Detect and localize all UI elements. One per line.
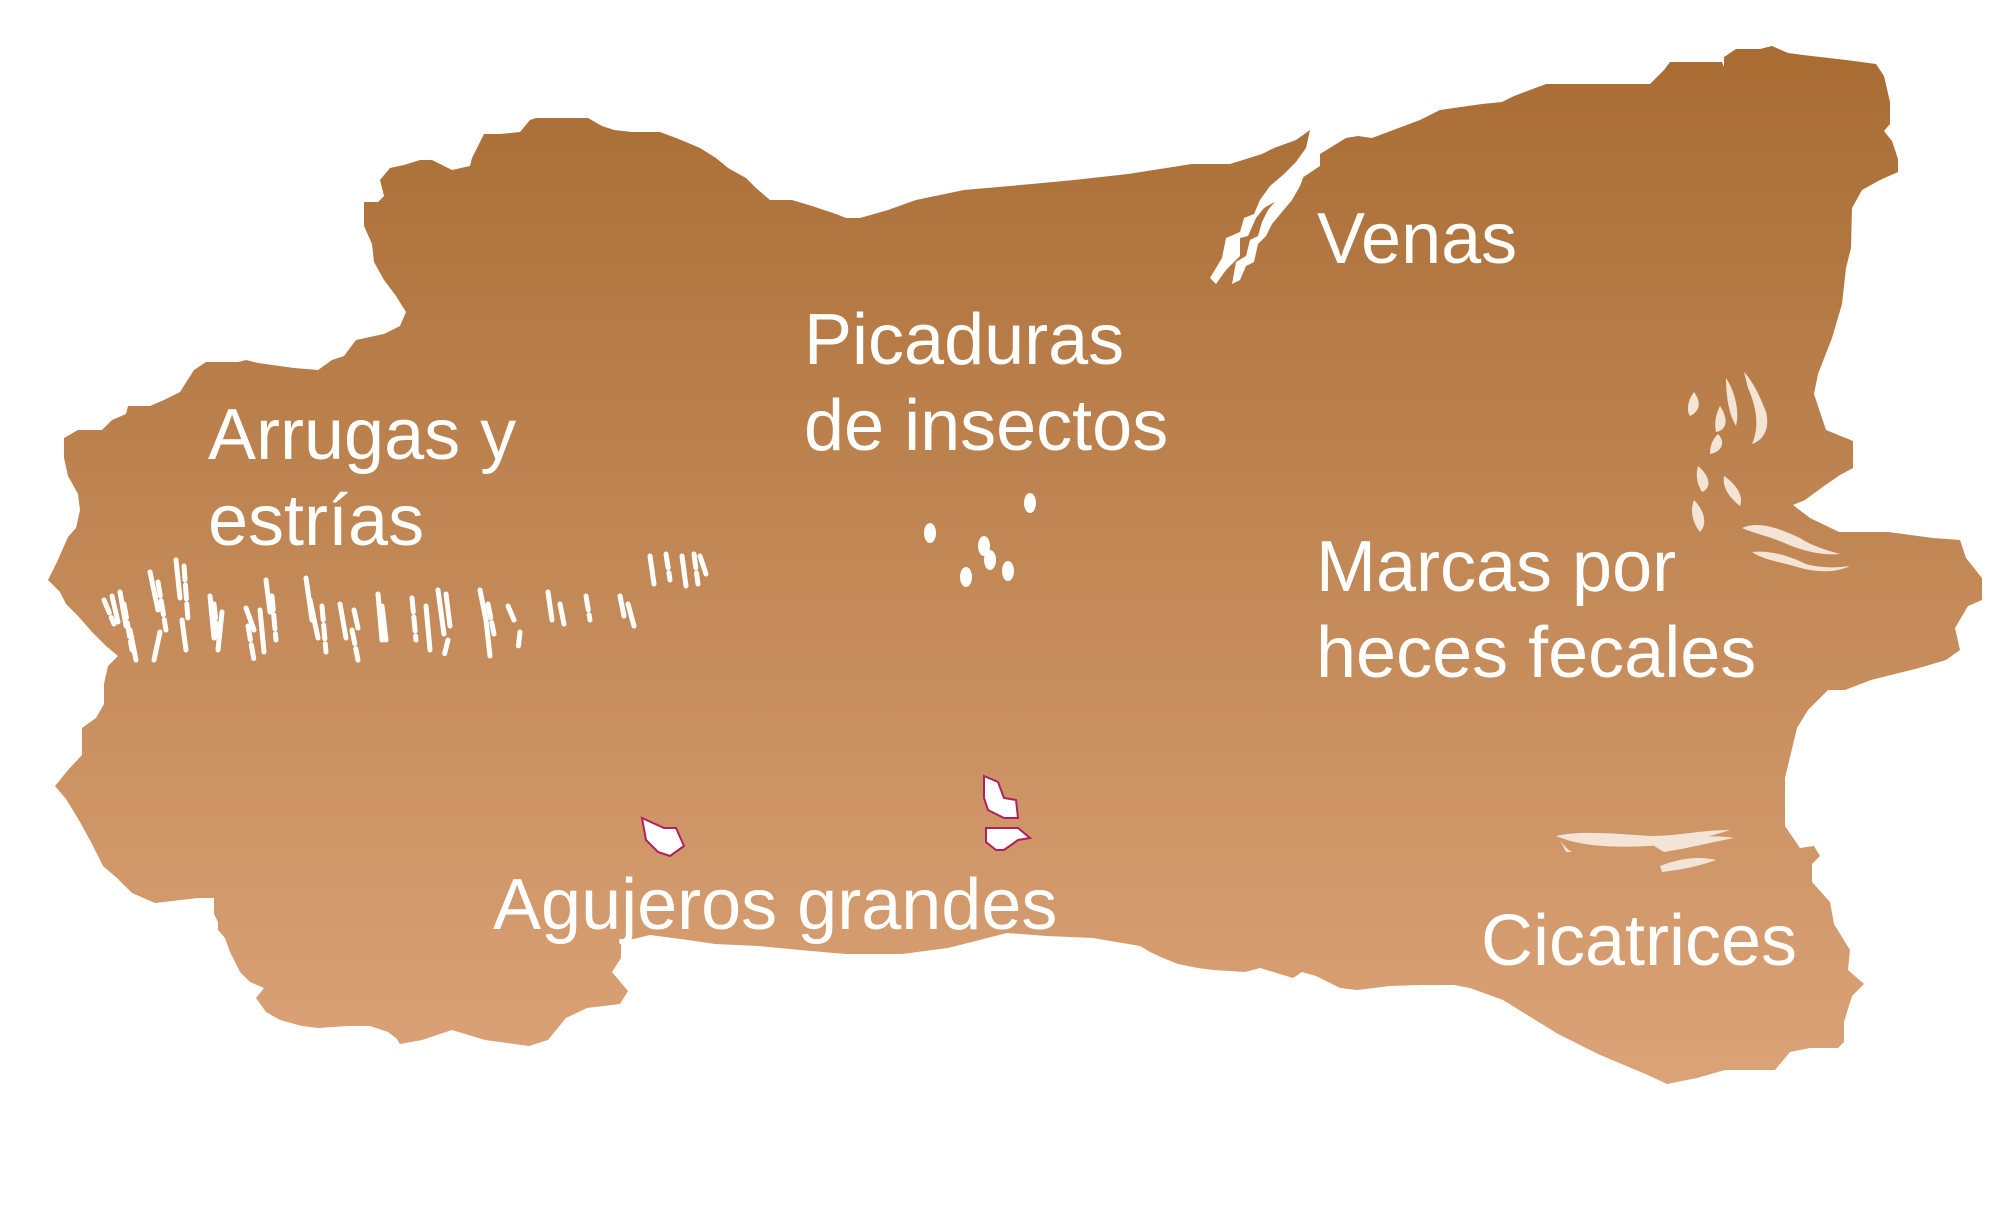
insect-bite-dot — [984, 550, 996, 570]
scar-streak — [1556, 830, 1730, 847]
wrinkle-stroke — [207, 593, 217, 641]
wrinkle-stroke — [379, 603, 389, 643]
label-wrinkles-line1: Arrugas y — [208, 395, 517, 475]
wrinkle-stroke — [147, 569, 161, 613]
wrinkle-stroke — [625, 601, 637, 629]
label-manure-marks: Marcas por heces fecales — [1316, 524, 1756, 696]
label-insect-bites-line2: de insectos — [804, 386, 1169, 466]
wrinkle-stroke — [583, 593, 593, 623]
manure-smudge — [1742, 525, 1840, 555]
wrinkle-stroke — [269, 593, 279, 643]
wrinkle-stroke — [349, 627, 361, 663]
wrinkle-stroke — [263, 577, 273, 615]
cowhide-shape — [48, 46, 1982, 1084]
insect-bite-dot — [978, 536, 990, 556]
manure-smudge — [1715, 406, 1726, 432]
wrinkle-marks — [101, 551, 709, 663]
wrinkle-stroke — [215, 609, 225, 653]
manure-smudge — [1687, 392, 1699, 416]
large-hole — [640, 816, 686, 858]
insect-bite-marks — [924, 493, 1036, 587]
label-insect-bites-line1: Picaduras — [804, 300, 1125, 380]
insect-bite-dot — [960, 567, 972, 587]
label-manure-marks-line1: Marcas por — [1316, 527, 1677, 607]
wrinkle-stroke — [545, 589, 555, 623]
wrinkle-stroke — [515, 629, 523, 653]
wrinkle-stroke — [127, 627, 139, 663]
vein-crack — [1232, 160, 1306, 284]
wrinkle-stroke — [679, 553, 689, 589]
wrinkle-stroke — [477, 587, 489, 623]
label-scars: Cicatrices — [1481, 901, 1798, 981]
label-large-holes: Agujeros grandes — [493, 865, 1058, 945]
wrinkle-stroke — [151, 629, 163, 663]
manure-smudge — [1692, 500, 1705, 532]
large-hole — [983, 774, 1020, 819]
manure-smudge — [1726, 378, 1738, 426]
wrinkle-stroke — [181, 563, 191, 623]
wrinkle-stroke — [245, 623, 257, 663]
wrinkle-stroke — [179, 617, 189, 653]
scar-streak — [1560, 840, 1572, 852]
wrinkle-stroke — [691, 551, 701, 587]
label-veins: Venas — [1317, 199, 1518, 279]
wrinkle-stroke — [409, 595, 419, 643]
large-hole-marks — [640, 774, 1033, 858]
wrinkle-stroke — [443, 591, 453, 629]
insect-bite-dot — [1002, 561, 1014, 581]
label-wrinkles-stretch-marks: Arrugas y estrías — [208, 392, 516, 564]
scar-streak — [1660, 858, 1716, 872]
wrinkle-stroke — [319, 603, 329, 655]
insect-bite-dot — [924, 523, 936, 543]
wrinkle-stroke — [483, 617, 493, 659]
label-insect-bites: Picaduras de insectos — [804, 297, 1168, 469]
wrinkle-stroke — [351, 607, 361, 631]
wrinkle-stroke — [243, 605, 257, 633]
manure-smudge — [1752, 551, 1850, 572]
wrinkle-stroke — [617, 593, 627, 619]
manure-marks — [1687, 372, 1850, 572]
wrinkle-stroke — [101, 597, 117, 627]
label-manure-marks-line2: heces fecales — [1316, 613, 1757, 693]
wrinkle-stroke — [435, 587, 447, 637]
wrinkle-stroke — [109, 593, 121, 625]
wrinkle-stroke — [155, 579, 169, 633]
large-hole — [985, 827, 1033, 851]
wrinkle-stroke — [337, 601, 349, 641]
wrinkle-stroke — [257, 607, 267, 655]
wrinkle-stroke — [663, 551, 673, 583]
manure-smudge — [1744, 372, 1768, 444]
wrinkle-stroke — [375, 591, 385, 643]
manure-smudge — [1710, 434, 1723, 454]
scar-streak — [1654, 836, 1734, 852]
scar-marks — [1556, 830, 1734, 872]
manure-smudge — [1696, 466, 1709, 492]
insect-bite-dot — [1024, 493, 1036, 513]
wrinkle-stroke — [307, 597, 321, 641]
wrinkle-stroke — [557, 601, 567, 627]
wrinkle-stroke — [485, 601, 497, 637]
wrinkle-stroke — [423, 603, 433, 653]
wrinkle-stroke — [505, 603, 517, 623]
label-wrinkles-line2: estrías — [208, 481, 425, 561]
wrinkle-stroke — [647, 553, 657, 587]
manure-smudge — [1723, 476, 1742, 506]
wrinkle-stroke — [173, 557, 183, 601]
wrinkle-stroke — [697, 553, 709, 577]
wrinkle-stroke — [441, 637, 451, 659]
